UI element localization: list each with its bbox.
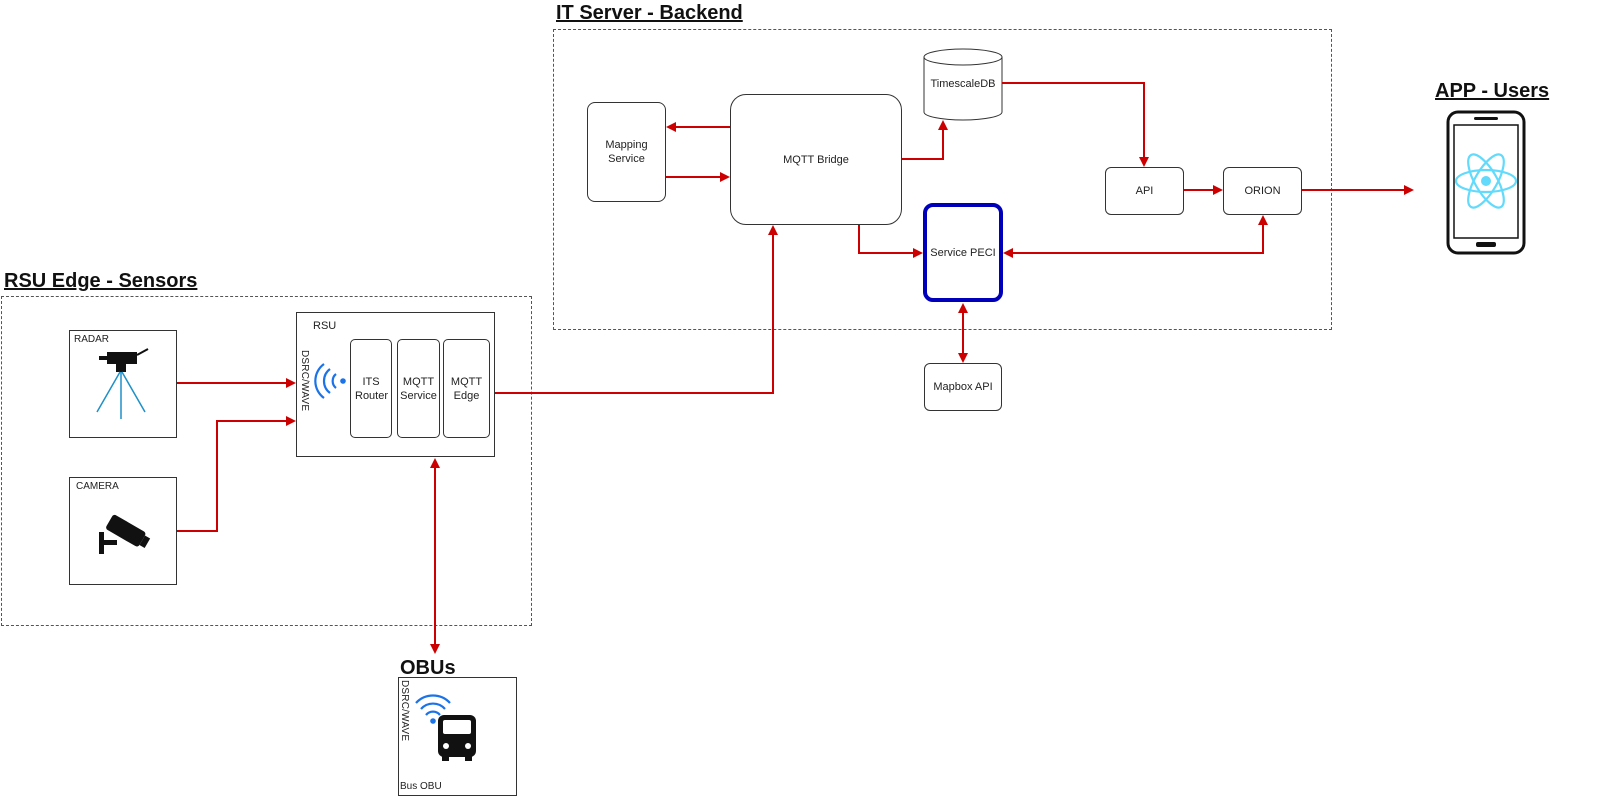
mapbox-api-label: Mapbox API	[933, 381, 993, 393]
api-node[interactable]: API	[1105, 167, 1184, 215]
mqtt-service-label: MQTT Service	[400, 375, 437, 402]
rsu-protocol-label: DSRC/WAVE	[299, 350, 310, 412]
timescaledb-label: TimescaleDB	[930, 78, 996, 90]
its-router-label: ITS Router	[355, 375, 389, 402]
bus-obu-box[interactable]	[398, 677, 517, 796]
mqtt-bridge-label: MQTT Bridge	[783, 153, 849, 166]
mapbox-api-node[interactable]: Mapbox API	[924, 363, 1002, 411]
mqtt-service-node[interactable]: MQTT Service	[397, 339, 440, 438]
mqtt-edge-node[interactable]: MQTT Edge	[443, 339, 490, 438]
it-server-group	[553, 29, 1332, 330]
bus-obu-label: Bus OBU	[400, 781, 442, 792]
mapping-service-label: Mapping Service	[605, 139, 648, 165]
rsu-edge-title: RSU Edge - Sensors	[4, 270, 198, 292]
orion-node[interactable]: ORION	[1223, 167, 1302, 215]
mqtt-edge-label: MQTT Edge	[450, 375, 483, 402]
camera-box[interactable]	[69, 477, 177, 585]
camera-label: CAMERA	[76, 481, 119, 492]
orion-label: ORION	[1244, 185, 1281, 197]
it-server-title: IT Server - Backend	[556, 2, 743, 24]
react-atom-icon	[1454, 153, 1518, 209]
radar-label: RADAR	[74, 334, 110, 345]
rsu-label: RSU	[313, 320, 337, 332]
obu-protocol-label: DSRC/WAVE	[399, 680, 410, 742]
obus-title: OBUs	[400, 657, 456, 679]
service-peci-label: Service PECI	[930, 246, 996, 259]
mqtt-bridge-node[interactable]: MQTT Bridge	[730, 94, 902, 225]
rsu-edge-group	[1, 296, 532, 626]
its-router-node[interactable]: ITS Router	[350, 339, 392, 438]
service-peci-node[interactable]: Service PECI	[923, 203, 1003, 302]
radar-box[interactable]	[69, 330, 177, 438]
app-users-title: APP - Users	[1435, 80, 1550, 102]
mapping-service-node[interactable]: Mapping Service	[587, 102, 666, 202]
api-label: API	[1135, 185, 1154, 197]
